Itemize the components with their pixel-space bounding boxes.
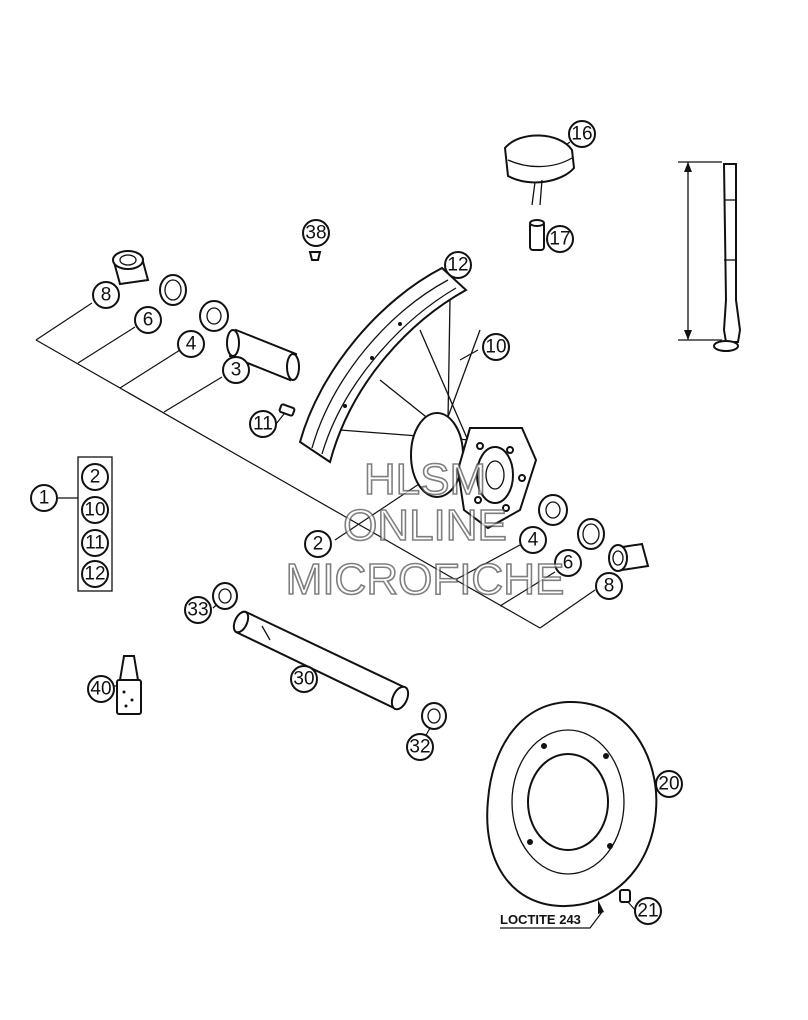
watermark: HLSM ONLINE MICROFICHE bbox=[285, 454, 565, 605]
collar-part bbox=[212, 582, 238, 610]
callout-4-right: 4 bbox=[519, 526, 547, 554]
callout-11-kit: 11 bbox=[81, 529, 109, 557]
loctite-label: LOCTITE 243 bbox=[500, 912, 581, 927]
disc-screw-part bbox=[598, 889, 631, 914]
svg-text:2: 2 bbox=[90, 467, 101, 488]
spacer-left-part bbox=[112, 250, 150, 286]
svg-text:HLSM: HLSM bbox=[364, 455, 486, 504]
svg-text:38: 38 bbox=[305, 223, 326, 244]
svg-text:8: 8 bbox=[604, 576, 615, 597]
callout-6-right: 6 bbox=[554, 549, 582, 577]
svg-text:4: 4 bbox=[528, 530, 539, 551]
svg-text:6: 6 bbox=[143, 310, 154, 331]
callout-32: 32 bbox=[406, 733, 434, 761]
svg-text:12: 12 bbox=[84, 564, 105, 585]
grease-tube-part bbox=[116, 655, 142, 715]
callout-16: 16 bbox=[568, 120, 596, 148]
callout-11: 11 bbox=[249, 410, 277, 438]
callout-21: 21 bbox=[634, 897, 662, 925]
axle-part bbox=[232, 610, 410, 711]
svg-text:ONLINE: ONLINE bbox=[343, 501, 507, 550]
svg-text:20: 20 bbox=[658, 774, 679, 795]
rim-part bbox=[298, 266, 468, 464]
seal-ring-right-part bbox=[577, 518, 605, 550]
svg-text:4: 4 bbox=[186, 334, 197, 355]
spoke-measurement-gauge bbox=[678, 161, 742, 352]
svg-text:32: 32 bbox=[409, 737, 430, 758]
svg-text:1: 1 bbox=[39, 488, 50, 509]
svg-text:17: 17 bbox=[549, 229, 570, 250]
kit-contents-box bbox=[77, 456, 113, 592]
spoke-nipple-part bbox=[308, 251, 322, 261]
valve-small-part bbox=[278, 403, 296, 417]
svg-text:33: 33 bbox=[187, 600, 208, 621]
brake-disc-part bbox=[486, 700, 658, 908]
inner-tube-valve-part bbox=[503, 134, 576, 206]
callout-10-kit: 10 bbox=[81, 496, 109, 524]
bearing-right-part bbox=[538, 494, 568, 526]
callout-6-left: 6 bbox=[134, 306, 162, 334]
svg-text:10: 10 bbox=[485, 337, 506, 358]
svg-text:3: 3 bbox=[231, 360, 242, 381]
svg-text:MICROFICHE: MICROFICHE bbox=[286, 555, 565, 604]
callout-38: 38 bbox=[302, 219, 330, 247]
callout-12-kit: 12 bbox=[81, 560, 109, 588]
distance-bushing-part bbox=[226, 328, 300, 382]
callout-17: 17 bbox=[546, 225, 574, 253]
callout-20: 20 bbox=[655, 770, 683, 798]
callout-2: 2 bbox=[304, 530, 332, 558]
callout-40: 40 bbox=[87, 675, 115, 703]
svg-text:11: 11 bbox=[85, 533, 105, 554]
svg-text:8: 8 bbox=[101, 285, 112, 306]
callout-1: 1 bbox=[30, 484, 58, 512]
svg-text:16: 16 bbox=[571, 124, 592, 145]
callout-33: 33 bbox=[184, 596, 212, 624]
svg-text:30: 30 bbox=[293, 669, 314, 690]
svg-text:2: 2 bbox=[313, 534, 324, 555]
axle-nut-part bbox=[421, 702, 447, 730]
svg-text:11: 11 bbox=[253, 414, 273, 435]
callout-8-right: 8 bbox=[595, 572, 623, 600]
svg-text:40: 40 bbox=[90, 679, 111, 700]
callout-2-kit: 2 bbox=[81, 463, 109, 491]
seal-ring-left-part bbox=[159, 274, 187, 306]
callout-12: 12 bbox=[444, 251, 472, 279]
svg-text:21: 21 bbox=[637, 901, 658, 922]
callout-30: 30 bbox=[290, 665, 318, 693]
callout-4-left: 4 bbox=[177, 330, 205, 358]
hub-part bbox=[410, 412, 538, 530]
valve-cap-part bbox=[529, 219, 545, 251]
bearing-left-part bbox=[199, 300, 229, 332]
svg-text:6: 6 bbox=[563, 553, 574, 574]
svg-text:10: 10 bbox=[84, 500, 105, 521]
spacer-right-part bbox=[608, 542, 650, 572]
callout-8-left: 8 bbox=[92, 281, 120, 309]
callout-10: 10 bbox=[482, 333, 510, 361]
callout-3: 3 bbox=[222, 356, 250, 384]
svg-text:12: 12 bbox=[447, 255, 468, 276]
